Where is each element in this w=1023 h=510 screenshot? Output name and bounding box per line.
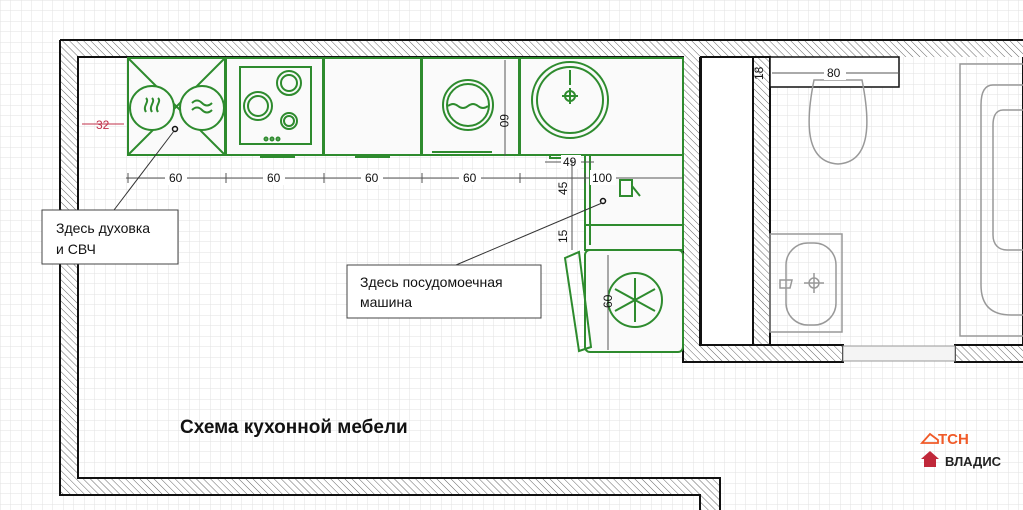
dim-left-gap-label: 32	[96, 118, 110, 132]
callout-oven-line1: Здесь духовка	[56, 220, 150, 236]
cabinet-sink	[519, 57, 684, 159]
snowflake-icon	[614, 278, 656, 322]
callout-point	[171, 125, 179, 133]
dim-bath-wall: 18	[752, 66, 766, 80]
cabinet-hob	[225, 57, 324, 158]
callout-dishwasher: Здесь посудомоечная машина	[346, 202, 603, 319]
dim-cab2: 60	[267, 171, 281, 185]
dim-cab3: 60	[365, 171, 379, 185]
callout-oven-line2: и СВЧ	[56, 241, 96, 257]
cabinet-empty	[323, 57, 422, 158]
plan-title: Схема кухонной мебели	[180, 417, 408, 438]
logo: ТСН ВЛАДИС	[919, 431, 1002, 469]
bathroom-door-opening	[842, 345, 956, 362]
callout-oven: Здесь духовка и СВЧ	[41, 130, 179, 265]
dim-sink-offset: 49	[563, 155, 577, 169]
fridge	[563, 249, 684, 353]
cabinet-washing-machine	[421, 57, 520, 156]
toilet	[808, 79, 868, 165]
cabinet-dishwasher	[584, 154, 684, 251]
microwave-icon	[191, 99, 213, 114]
cabinet-oven-microwave	[127, 57, 226, 156]
dim-fridge: 60	[601, 294, 615, 308]
dim-cab1: 60	[169, 171, 183, 185]
dim-depth: 60	[497, 114, 511, 128]
walls	[59, 39, 1023, 510]
dim-bath-width: 80	[827, 66, 841, 80]
niche	[700, 56, 754, 346]
dimension-lines: 32 60 60 60 60 100 60 49 45 15 60 18 80	[82, 60, 900, 350]
washbasin-cabinet	[769, 233, 843, 333]
dim-side2: 15	[556, 229, 570, 243]
logo-line2: ВЛАДИС	[945, 454, 1002, 469]
fridge-door	[563, 250, 593, 353]
logo-house-red-icon	[921, 451, 939, 467]
bathtub	[959, 63, 1023, 337]
callout-dishwasher-line2: машина	[360, 294, 412, 310]
dim-corner: 100	[592, 171, 612, 185]
dim-cab4: 60	[463, 171, 477, 185]
oven-icon	[143, 97, 161, 113]
callout-dishwasher-line1: Здесь посудомоечная	[360, 274, 503, 290]
logo-line1: ТСН	[938, 431, 969, 448]
dim-side1: 45	[556, 181, 570, 195]
logo-house-icon	[919, 432, 939, 444]
callout-point	[599, 197, 607, 205]
